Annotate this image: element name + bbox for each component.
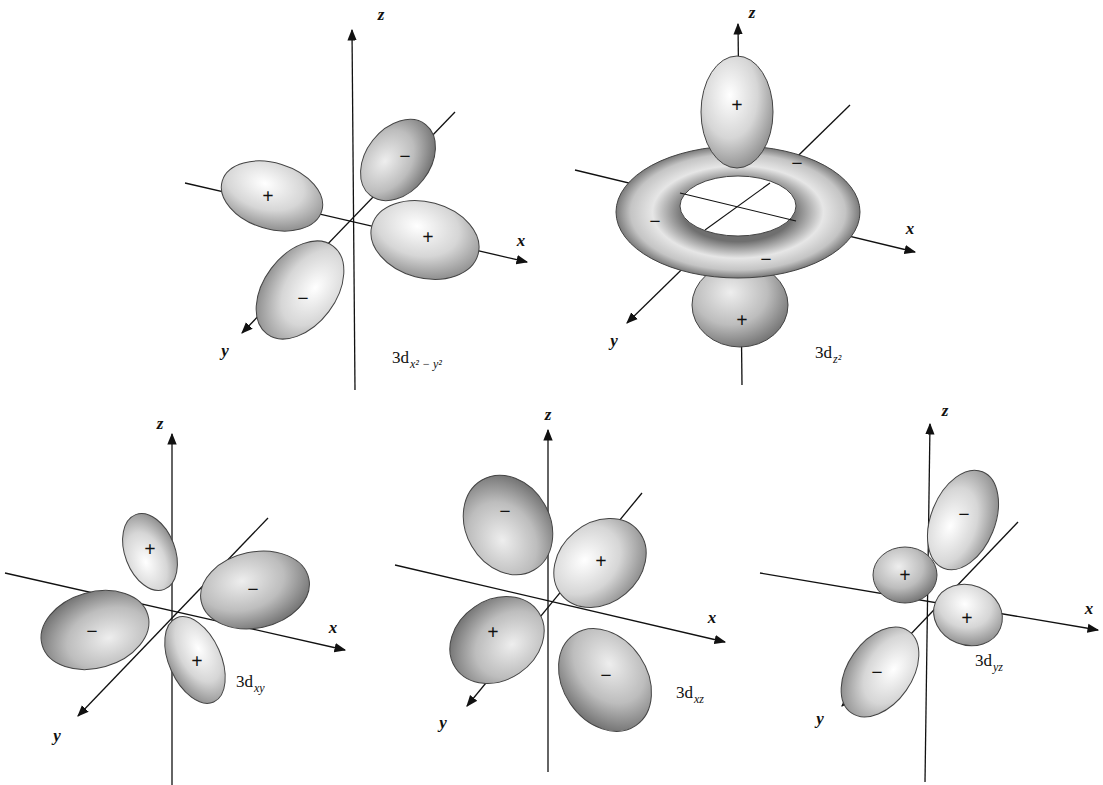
- phase-sign: +: [899, 565, 910, 585]
- phase-sign: +: [731, 95, 742, 115]
- orbital-lobe: [362, 189, 488, 291]
- axis-label: z: [749, 4, 756, 21]
- axis-label: x: [906, 220, 915, 237]
- orbital-name: 3d: [975, 652, 992, 669]
- axis-label: y: [816, 710, 824, 727]
- orbital-lobe: [446, 459, 571, 591]
- x-axis-through-hole: [680, 193, 796, 221]
- phase-sign: −: [760, 249, 771, 269]
- phase-sign: −: [600, 665, 611, 685]
- orbital-name: 3d: [236, 673, 253, 690]
- axis-label: z: [157, 415, 164, 432]
- phase-sign: +: [144, 539, 155, 559]
- orbital-lobe: [701, 56, 773, 168]
- orbital-lobe: [433, 579, 561, 701]
- orbital-subscript: xz: [694, 693, 704, 705]
- phase-sign: +: [595, 551, 606, 571]
- axis-label: z: [545, 406, 552, 423]
- axis-label: y: [439, 714, 447, 731]
- phase-sign: −: [297, 288, 308, 308]
- orbital-lobe: [873, 547, 937, 603]
- orbital-lobe: [112, 506, 187, 599]
- z-axis: [925, 424, 930, 782]
- orbital-subscript: x² − y²: [410, 358, 442, 370]
- phase-sign: −: [871, 662, 882, 682]
- phase-sign: +: [736, 310, 747, 330]
- orbital-lobe: [914, 460, 1012, 580]
- z-axis: [352, 30, 355, 390]
- orbital-lobe: [825, 613, 935, 732]
- phase-sign: −: [499, 501, 510, 521]
- orbital-lobe: [924, 574, 1011, 656]
- orbital-lobe: [153, 607, 238, 712]
- orbital-lobe: [238, 224, 362, 355]
- orbital-name: 3d: [392, 349, 409, 366]
- orbital-subscript: yz: [993, 661, 1003, 673]
- phase-sign: −: [399, 146, 410, 166]
- phase-sign: +: [262, 186, 273, 206]
- orbital-name: 3d: [815, 344, 832, 361]
- phase-sign: +: [487, 622, 498, 642]
- orbital-subscript: z²: [833, 353, 841, 365]
- axis-label: x: [708, 609, 717, 626]
- axis-label: x: [1085, 600, 1094, 617]
- axis-label: y: [610, 332, 618, 349]
- axis-label: y: [53, 727, 61, 744]
- axis-label: z: [378, 6, 385, 23]
- axis-label: y: [221, 342, 229, 359]
- torus-hole: [680, 176, 796, 236]
- axis-label: x: [329, 619, 338, 636]
- axis-label: z: [942, 402, 949, 419]
- phase-sign: −: [649, 211, 660, 231]
- orbital-lobe: [536, 500, 664, 626]
- phase-sign: −: [86, 621, 97, 641]
- orbital-subscript: xy: [254, 682, 265, 694]
- z-axis: [171, 434, 172, 785]
- orbital-lobe: [345, 105, 451, 215]
- orbital-lobe: [193, 541, 316, 638]
- phase-sign: +: [191, 651, 202, 671]
- phase-sign: −: [958, 504, 969, 524]
- phase-sign: −: [791, 153, 802, 173]
- axis-label: x: [517, 232, 526, 249]
- orbital-name: 3d: [676, 684, 693, 701]
- y-axis-through-hole: [705, 183, 770, 230]
- orbital-lobe: [213, 149, 332, 243]
- phase-sign: −: [247, 579, 258, 599]
- orbital-lobe: [32, 578, 159, 681]
- phase-sign: +: [422, 227, 433, 247]
- orbital-lobe: [539, 611, 670, 749]
- phase-sign: +: [961, 608, 972, 628]
